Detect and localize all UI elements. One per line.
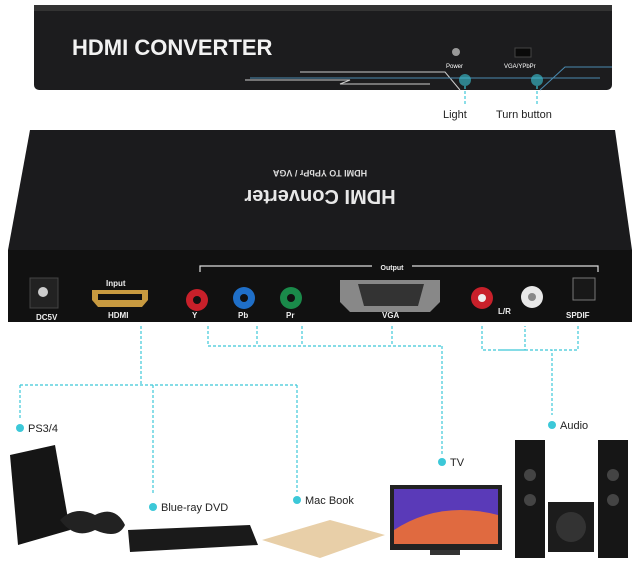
hdmi-label: HDMI bbox=[108, 311, 128, 320]
ps-label: PS3/4 bbox=[28, 423, 58, 435]
power-label: Power bbox=[446, 64, 463, 70]
bluray-player bbox=[128, 525, 258, 552]
switch-label: VGA/YPbPr bbox=[504, 64, 536, 70]
lr-label: L/R bbox=[498, 307, 511, 316]
vga-ypbpr-switch[interactable] bbox=[514, 47, 532, 58]
power-led bbox=[452, 48, 460, 56]
playstation-console bbox=[10, 445, 125, 545]
macbook-laptop bbox=[262, 520, 385, 558]
converter-box: HDMI Converter HDMI TO YPbPr / VGA Outpu… bbox=[8, 130, 632, 322]
spdif-label: SPDIF bbox=[566, 311, 590, 320]
y-label: Y bbox=[192, 311, 198, 320]
pr-label: Pr bbox=[286, 311, 294, 320]
tv-label: TV bbox=[450, 457, 465, 469]
mac-label: Mac Book bbox=[305, 495, 354, 507]
connection-lines: PS3/4 Blue-ray DVD Mac Book TV Audio bbox=[16, 326, 588, 514]
dc-jack[interactable] bbox=[38, 287, 48, 297]
input-label: Input bbox=[106, 279, 126, 288]
audio-label: Audio bbox=[560, 420, 588, 432]
brand-logo: HDMI CONVERTER bbox=[72, 35, 273, 60]
dvd-label: Blue-ray DVD bbox=[161, 502, 228, 514]
front-panel: HDMI CONVERTER Power VGA/YPbPr Light Tur… bbox=[34, 5, 612, 121]
top-subtitle: HDMI TO YPbPr / VGA bbox=[272, 168, 367, 178]
spdif-port[interactable] bbox=[572, 277, 596, 301]
pb-label: Pb bbox=[238, 311, 248, 320]
output-label: Output bbox=[381, 265, 405, 272]
top-title: HDMI Converter bbox=[244, 185, 395, 207]
speaker-system bbox=[515, 440, 628, 558]
dc-label: DC5V bbox=[36, 313, 58, 322]
vga-label: VGA bbox=[382, 311, 400, 320]
television bbox=[390, 485, 502, 555]
turn-button-callout: Turn button bbox=[496, 109, 552, 121]
light-callout: Light bbox=[443, 109, 467, 121]
